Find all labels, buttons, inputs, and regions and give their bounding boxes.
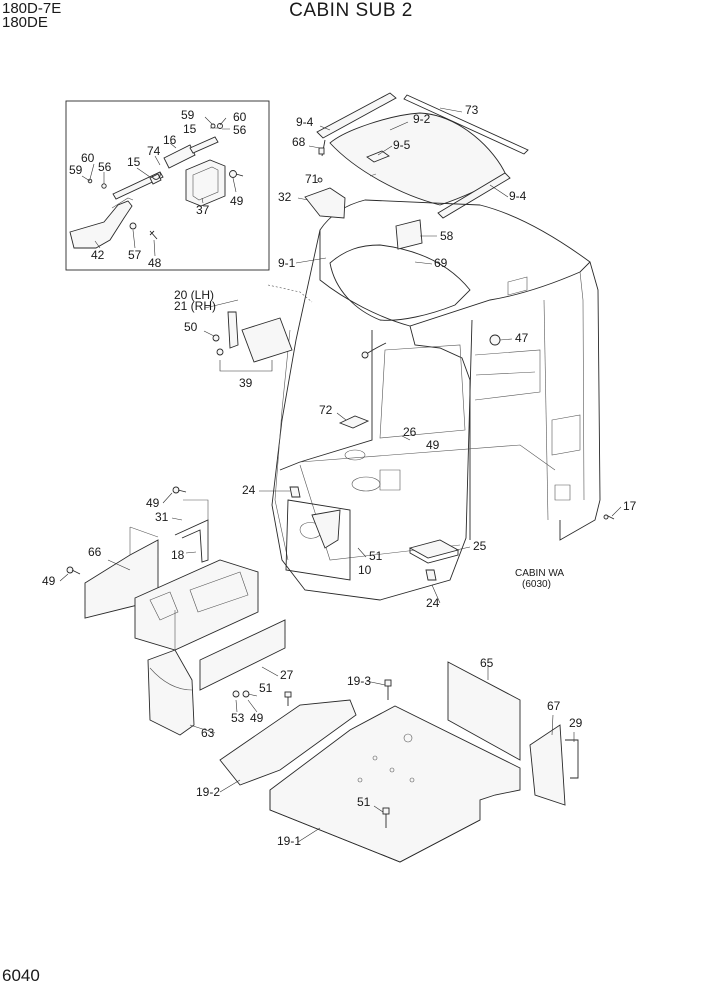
- callout-60: 60: [233, 110, 247, 124]
- callout-37: 37: [196, 203, 210, 217]
- pedal-inset: [65, 100, 270, 271]
- callout-51: 51: [369, 549, 383, 563]
- cabin-frame: [204, 229, 615, 601]
- callout-72: 72: [319, 403, 333, 417]
- shaft-15-upper: [189, 136, 219, 154]
- cover-27: [199, 619, 286, 691]
- note-cabin-wa-ref: (6030): [522, 579, 551, 590]
- callout-19-2: 19-2: [196, 785, 220, 799]
- callout-29: 29: [569, 716, 583, 730]
- callout-26: 26: [403, 425, 417, 439]
- callout-68: 68: [292, 135, 306, 149]
- callout-27: 27: [280, 668, 294, 682]
- callout-9-1: 9-1: [278, 256, 296, 270]
- roof-frame-9-1: [319, 199, 591, 327]
- callout-17: 17: [623, 499, 637, 513]
- callout-74: 74: [147, 144, 161, 158]
- callout-49-b: 49: [426, 438, 440, 452]
- plate-19-2: [219, 699, 357, 786]
- callout-20-lh: 20 (LH): [174, 288, 214, 302]
- bracket-31: [174, 519, 209, 563]
- callout-69: 69: [434, 256, 448, 270]
- callout-18: 18: [171, 548, 185, 562]
- callout-66: 66: [88, 545, 102, 559]
- panel-10: [285, 499, 351, 581]
- callout-53: 53: [231, 711, 245, 725]
- window-39: [241, 317, 293, 363]
- left-panels: [66, 486, 292, 736]
- callout-49-a: 49: [230, 194, 244, 208]
- plate-67: [529, 724, 566, 806]
- bracket-37: [185, 159, 226, 207]
- callout-60-b: 60: [81, 151, 95, 165]
- floor-plates: [219, 661, 579, 863]
- handle-58: [395, 219, 423, 250]
- cover-25: [408, 539, 460, 559]
- callout-10: 10: [358, 563, 372, 577]
- callout-73: 73: [465, 103, 479, 117]
- roof-rail-9-4: [316, 92, 397, 139]
- page-title: CABIN SUB 2: [289, 0, 413, 21]
- page-number: 6040: [2, 966, 40, 985]
- model-code-secondary: 180DE: [2, 14, 48, 31]
- callout-56-b: 56: [98, 160, 112, 174]
- callout-9-2: 9-2: [413, 112, 431, 126]
- callout-49-d: 49: [42, 574, 56, 588]
- callout-50: 50: [184, 320, 198, 334]
- panel-65: [447, 661, 521, 761]
- bracket-29: [565, 739, 579, 779]
- callout-21-rh: 21 (RH): [174, 299, 216, 313]
- callout-57: 57: [128, 248, 142, 262]
- callout-56: 56: [233, 123, 247, 137]
- callout-49-c: 49: [146, 496, 160, 510]
- callout-65: 65: [480, 656, 494, 670]
- cover-63: [147, 649, 195, 736]
- note-cabin-wa: CABIN WA: [515, 568, 564, 579]
- callout-59: 59: [181, 108, 195, 122]
- callout-51-c: 51: [357, 795, 371, 809]
- callout-19-3: 19-3: [347, 674, 371, 688]
- callout-15: 15: [183, 122, 197, 136]
- callout-63: 63: [201, 726, 215, 740]
- callout-49-e: 49: [250, 711, 264, 725]
- roof-seal-73: [403, 94, 529, 155]
- nut-47: [489, 334, 501, 346]
- roof-rail-9-4-b: [437, 172, 511, 219]
- callout-16: 16: [163, 133, 177, 147]
- bushing-16: [163, 144, 196, 169]
- callout-24: 24: [242, 483, 256, 497]
- callout-39: 39: [239, 376, 253, 390]
- callout-24-b: 24: [426, 596, 440, 610]
- bracket-32: [304, 187, 346, 219]
- callout-9-4: 9-4: [296, 115, 314, 129]
- roof-assembly: [304, 92, 591, 346]
- callout-51-b: 51: [259, 681, 273, 695]
- mat-72: [338, 415, 370, 429]
- model-code-primary: 180D-7E: [2, 0, 62, 17]
- box-18: [134, 559, 259, 651]
- callout-58: 58: [440, 229, 454, 243]
- callout-9-4-b: 9-4: [509, 189, 527, 203]
- callout-48: 48: [148, 256, 162, 270]
- callout-67: 67: [547, 699, 561, 713]
- callout-59-b: 59: [69, 163, 83, 177]
- callout-42: 42: [91, 248, 105, 262]
- callout-47: 47: [515, 331, 529, 345]
- callout-25: 25: [473, 539, 487, 553]
- leader-lines: [59, 107, 622, 843]
- callout-31: 31: [155, 510, 169, 524]
- callout-9-5: 9-5: [393, 138, 411, 152]
- callout-15-b: 15: [127, 155, 141, 169]
- callout-labels: 59 60 15 56 16 74 15 60 59 56 37 49 42 5…: [42, 103, 637, 848]
- callout-19-1: 19-1: [277, 834, 301, 848]
- callout-71: 71: [305, 172, 319, 186]
- pedal-42: [69, 200, 133, 249]
- inset-frame: [65, 100, 270, 271]
- callout-32: 32: [278, 190, 292, 204]
